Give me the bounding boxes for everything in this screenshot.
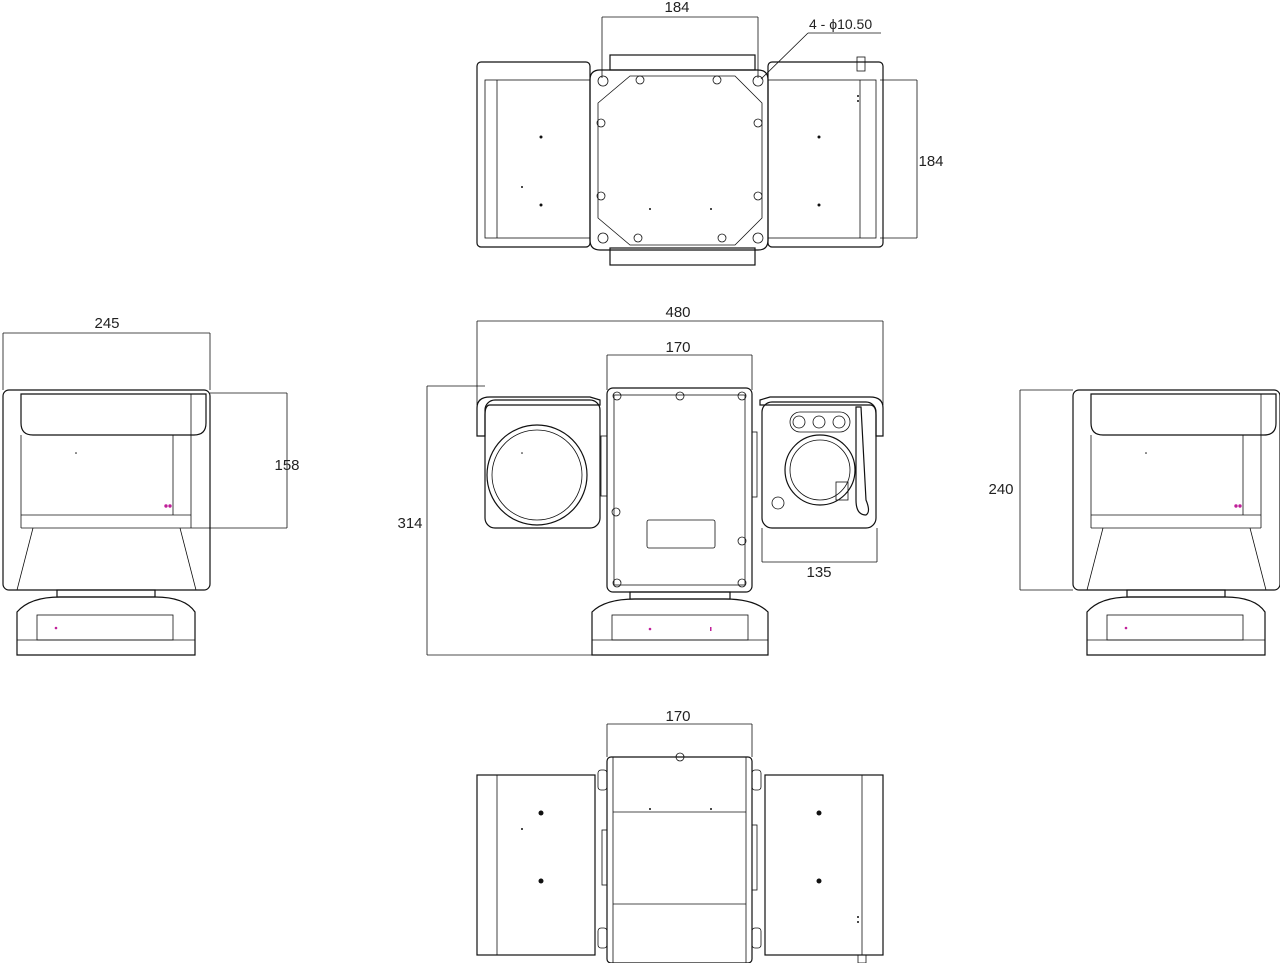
right-side-view — [1019, 389, 1280, 656]
side-visor-height-dimension: 158 — [274, 457, 299, 474]
pod-width-dimension: 135 — [806, 564, 831, 581]
front-view — [426, 320, 884, 656]
bottom-view — [476, 723, 884, 963]
side-height-dimension: 240 — [988, 481, 1013, 498]
top-view — [476, 16, 918, 266]
bottom-body-width-dimension: 170 — [665, 708, 690, 725]
side-width-dimension: 245 — [94, 315, 119, 332]
mounting-holes — [596, 75, 764, 244]
overall-width-dimension: 480 — [665, 304, 690, 321]
body-width-dimension: 170 — [665, 339, 690, 356]
left-side-view — [2, 332, 288, 656]
hole-callout: 4 - ϕ10.50 — [809, 16, 872, 32]
top-height-dimension: 184 — [918, 153, 943, 170]
top-width-dimension: 184 — [664, 0, 689, 16]
overall-height-dimension: 314 — [397, 515, 422, 532]
